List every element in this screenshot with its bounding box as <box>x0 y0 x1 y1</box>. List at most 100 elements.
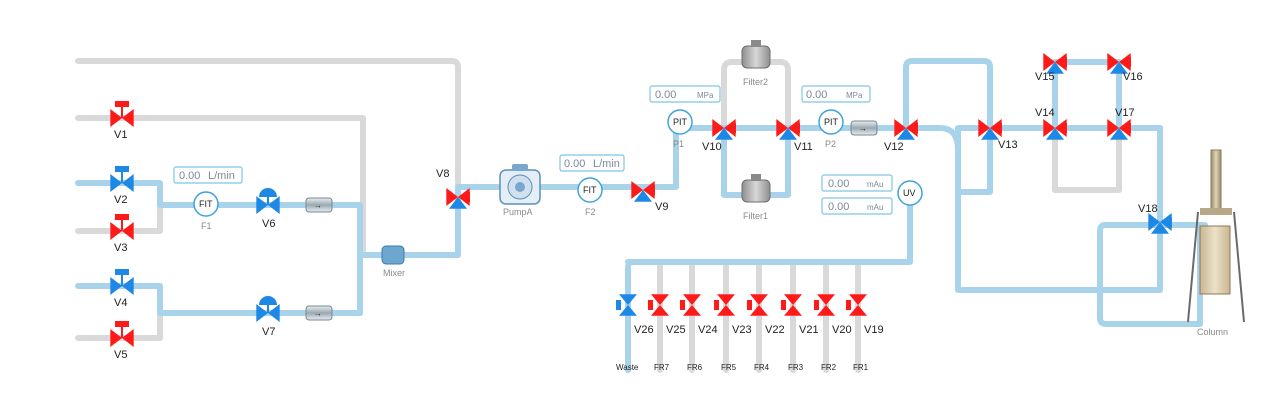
svg-text:0.00: 0.00 <box>655 89 676 101</box>
valve-v4[interactable]: V4 <box>110 269 134 309</box>
svg-text:F2: F2 <box>585 207 596 217</box>
svg-text:F1: F1 <box>201 221 212 231</box>
valve-v24-label: V24 <box>698 324 718 336</box>
pump-label: PumpA <box>503 207 533 217</box>
valve-v1[interactable]: V1 <box>110 101 134 141</box>
svg-text:mAu: mAu <box>867 180 883 189</box>
p2-display: 0.00 MPa <box>801 85 871 103</box>
valve-v23-label: V23 <box>732 324 752 336</box>
valve-v10-label: V10 <box>702 141 722 153</box>
svg-text:P2: P2 <box>825 139 836 149</box>
outlet-fr1: FR1 <box>853 363 869 372</box>
valve-v20-label: V20 <box>832 324 852 336</box>
valve-v18-label: V18 <box>1138 203 1158 215</box>
valve-v12[interactable]: V12 <box>884 119 918 153</box>
valve-v9[interactable]: V9 <box>631 181 668 213</box>
valve-v7[interactable]: V7 <box>256 296 280 338</box>
valve-v25[interactable]: V25 <box>648 294 686 336</box>
valve-v8-label: V8 <box>436 168 449 180</box>
uv-display-1: 0.00 mAu <box>821 174 893 192</box>
valve-v3-label: V3 <box>114 242 127 254</box>
valve-v15-label: V15 <box>1035 71 1055 83</box>
f1-display: 0.00 L/min <box>173 166 243 184</box>
svg-text:mAu: mAu <box>867 203 883 212</box>
valve-v3[interactable]: V3 <box>110 214 134 254</box>
svg-text:PIT: PIT <box>673 117 688 127</box>
valve-v25-label: V25 <box>666 324 686 336</box>
svg-text:→: → <box>859 124 867 133</box>
valve-v19[interactable]: V19 <box>846 294 884 336</box>
mixer[interactable]: Mixer <box>381 245 405 278</box>
pump-a[interactable]: PumpA <box>499 164 541 217</box>
filter-1[interactable]: Filter1 <box>741 174 771 221</box>
svg-text:→: → <box>314 201 322 210</box>
uv-detector[interactable]: UV <box>897 180 923 206</box>
svg-text:0.00: 0.00 <box>828 201 849 213</box>
valve-v13[interactable]: V13 <box>978 119 1018 151</box>
check-valve-2: → <box>305 305 333 321</box>
p1-display: 0.00 MPa <box>649 85 721 103</box>
valve-v11[interactable]: V11 <box>776 119 813 153</box>
svg-text:FIT: FIT <box>199 199 213 209</box>
flow-meter-f1[interactable]: FIT F1 <box>193 191 219 231</box>
valve-v8[interactable]: V8 <box>436 168 470 209</box>
svg-text:L/min: L/min <box>208 170 235 182</box>
filter1-label: Filter1 <box>743 211 768 221</box>
mixer-label: Mixer <box>383 268 405 278</box>
svg-text:FIT: FIT <box>583 185 597 195</box>
pressure-p2[interactable]: PIT P2 <box>818 109 844 149</box>
valve-v14[interactable]: V14 <box>1035 107 1067 140</box>
filter-2[interactable]: Filter2 <box>741 40 771 87</box>
valve-v2-label: V2 <box>114 194 127 206</box>
valve-v19-label: V19 <box>864 324 884 336</box>
valve-v14-label: V14 <box>1035 107 1055 119</box>
outlet-waste: Waste <box>616 363 639 372</box>
pressure-p1[interactable]: PIT P1 <box>667 109 693 149</box>
valve-v6[interactable]: V6 <box>256 188 280 230</box>
valve-v12-label: V12 <box>884 141 904 153</box>
svg-text:PIT: PIT <box>824 117 839 127</box>
svg-text:0.00: 0.00 <box>806 89 827 101</box>
outlet-fr4: FR4 <box>754 363 770 372</box>
valve-v13-label: V13 <box>998 139 1018 151</box>
flow-meter-f2[interactable]: FIT F2 <box>577 177 603 217</box>
svg-text:→: → <box>314 309 322 318</box>
filter2-label: Filter2 <box>743 77 768 87</box>
valve-v23[interactable]: V23 <box>714 294 752 336</box>
valve-v26[interactable]: V26 <box>616 294 654 336</box>
valve-v5-label: V5 <box>114 349 127 361</box>
svg-text:0.00: 0.00 <box>828 178 849 190</box>
valve-v17[interactable]: V17 <box>1107 107 1135 140</box>
valve-v2[interactable]: V2 <box>110 166 134 206</box>
valve-v20[interactable]: V20 <box>814 294 852 336</box>
valve-v17-label: V17 <box>1115 107 1135 119</box>
valve-v18[interactable]: V18 <box>1138 203 1172 234</box>
column[interactable]: Column <box>1187 149 1245 337</box>
valve-v21[interactable]: V21 <box>781 294 819 336</box>
outlet-fr3: FR3 <box>788 363 804 372</box>
valve-v4-label: V4 <box>114 297 127 309</box>
valve-v16[interactable]: V16 <box>1107 53 1143 83</box>
svg-text:MPa: MPa <box>846 91 863 100</box>
valve-v7-label: V7 <box>262 326 275 338</box>
valve-v9-label: V9 <box>655 201 668 213</box>
outlet-labels: Waste FR7 FR6 FR5 FR4 FR3 FR2 FR1 <box>616 363 869 372</box>
valve-v16-label: V16 <box>1123 71 1143 83</box>
idle-pipes <box>75 58 1122 373</box>
f2-display: 0.00 L/min <box>559 154 625 172</box>
outlet-fr7: FR7 <box>654 363 670 372</box>
valve-v1-label: V1 <box>114 129 127 141</box>
svg-text:MPa: MPa <box>697 91 714 100</box>
check-valve-3: → <box>850 120 878 136</box>
valve-v10[interactable]: V10 <box>702 119 736 153</box>
valve-v22[interactable]: V22 <box>747 294 785 336</box>
valve-v22-label: V22 <box>765 324 785 336</box>
svg-text:UV: UV <box>903 188 916 198</box>
valve-v5[interactable]: V5 <box>110 321 134 361</box>
outlet-fr6: FR6 <box>687 363 703 372</box>
valve-v15[interactable]: V15 <box>1035 53 1067 83</box>
valve-v24[interactable]: V24 <box>680 294 718 336</box>
svg-text:L/min: L/min <box>593 158 620 170</box>
